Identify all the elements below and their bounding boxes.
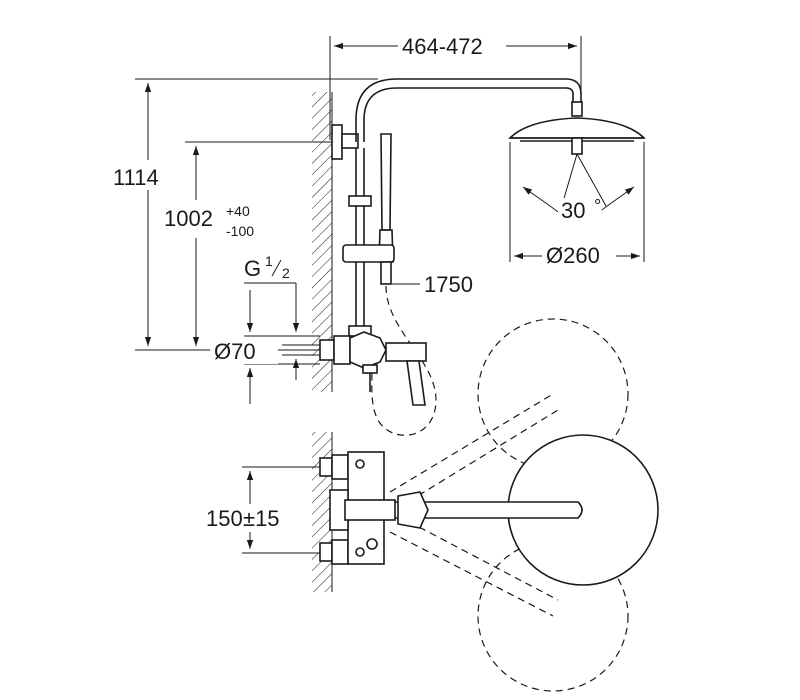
centre-distance-tolerance: ±15 [243, 506, 280, 531]
head-angle-label: 30 [561, 198, 585, 223]
dimension-head-diameter: Ø260 [509, 142, 645, 270]
mixer-height-tolerance-minus: -100 [226, 223, 254, 239]
mixer-height-label: 1002 [164, 206, 213, 231]
thread-denominator: 2 [282, 265, 290, 281]
head-angle-unit: ° [594, 196, 601, 216]
total-height-label: 1114 [113, 165, 159, 190]
dimension-hose-length: 1750 [392, 272, 473, 297]
hose-length-label: 1750 [424, 272, 473, 297]
dimension-mixer-height: 1002 +40 -100 [160, 141, 340, 346]
mixer-plan-view [319, 451, 429, 565]
overhead-shower-head [508, 101, 646, 213]
dimension-outlet-spread: 464-472 [329, 32, 582, 140]
mixer-height-tolerance-plus: +40 [226, 203, 250, 219]
riser-pipe [348, 78, 582, 337]
plan-view: 150 ±15 [204, 318, 659, 692]
thread-label: G [244, 256, 261, 281]
arm-swing-positions [389, 318, 629, 692]
hand-shower [342, 133, 395, 285]
mixer-side-view [319, 331, 427, 406]
side-view: 1114 1002 +40 -100 G 1 2 [112, 32, 646, 436]
escutcheon-label: Ø70 [214, 339, 256, 364]
dimension-head-angle: 30 ° [558, 196, 601, 224]
head-diameter-label: Ø260 [546, 243, 600, 268]
dimension-thread: G 1 2 [244, 253, 300, 332]
centre-distance-label: 150 [206, 506, 243, 531]
riser-wall-bracket [331, 124, 359, 160]
dimension-escutcheon: Ø70 [210, 335, 320, 404]
thread-numerator: 1 [265, 253, 273, 269]
wall-plan-view [312, 432, 333, 592]
shower-hose [371, 285, 437, 436]
dimension-centre-distance: 150 ±15 [204, 466, 320, 554]
outlet-spread-label: 464-472 [402, 34, 483, 59]
arm-plan [391, 501, 583, 519]
dimension-total-height: 1114 [112, 78, 378, 351]
